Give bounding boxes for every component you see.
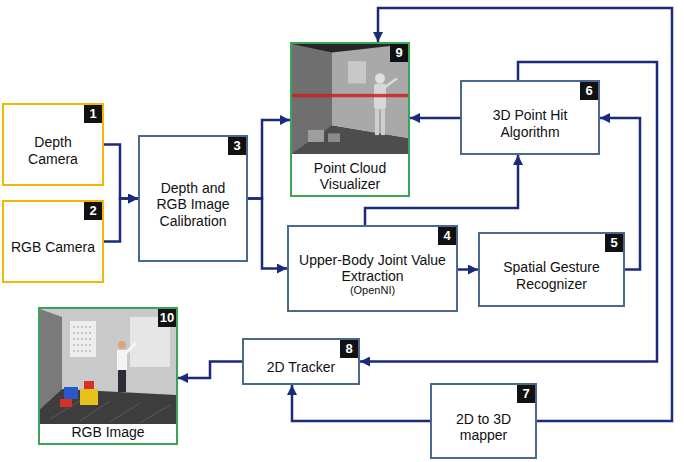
flow-arrow bbox=[104, 199, 138, 242]
flow-arrow bbox=[458, 268, 478, 271]
callout-number: 6 bbox=[580, 82, 598, 100]
robot-shape bbox=[328, 133, 340, 142]
person-leg bbox=[375, 109, 379, 135]
box-label: Point Cloud Visualizer bbox=[296, 160, 404, 192]
person-leg bbox=[381, 109, 385, 135]
back-wall bbox=[40, 309, 176, 424]
callout-number: 3 bbox=[228, 137, 246, 155]
flow-arrow bbox=[410, 117, 460, 120]
box-label: RGB Camera bbox=[11, 239, 95, 255]
rgb-photo-picture bbox=[40, 309, 176, 424]
person-arm bbox=[126, 343, 136, 353]
flow-arrow bbox=[600, 118, 640, 270]
box-label: RGB Image bbox=[71, 424, 144, 440]
person-arm bbox=[385, 78, 397, 87]
robot-part bbox=[64, 387, 78, 399]
flow-arrow bbox=[248, 199, 287, 269]
sensor-box: Depth Camera 1 bbox=[2, 103, 104, 186]
robot-shape bbox=[308, 130, 324, 142]
callout-number: 5 bbox=[605, 234, 623, 252]
callout-number: 8 bbox=[340, 340, 358, 358]
box-label: Depth Camera bbox=[8, 134, 98, 166]
flow-arrow bbox=[104, 145, 138, 199]
grid-board bbox=[70, 321, 96, 357]
callout-number: 1 bbox=[84, 105, 102, 123]
process-box: Upper-Body Joint Value Extraction(OpenNI… bbox=[287, 225, 458, 312]
person-body bbox=[117, 350, 127, 370]
robot-part bbox=[60, 399, 72, 407]
flow-arrow bbox=[365, 155, 518, 225]
box-label: Upper-Body Joint Value Extraction bbox=[293, 252, 452, 284]
box-label: 3D Point Hit Algorithm bbox=[466, 107, 594, 139]
person-head bbox=[118, 341, 126, 349]
process-box: Spatial Gesture Recognizer 5 bbox=[478, 232, 625, 307]
flow-arrow bbox=[178, 362, 242, 379]
picture-ground bbox=[292, 44, 408, 154]
person-legs bbox=[118, 370, 126, 392]
back-wall bbox=[332, 44, 408, 139]
floor bbox=[292, 126, 408, 154]
person-head bbox=[375, 73, 385, 83]
callout-number: 9 bbox=[390, 44, 408, 62]
flow-arrow bbox=[360, 62, 657, 362]
box-label: Spatial Gesture Recognizer bbox=[484, 259, 619, 291]
process-box: 2D Tracker 8 bbox=[242, 338, 360, 385]
box-label: 2D to 3D mapper bbox=[436, 411, 531, 443]
box-label: (OpenNI) bbox=[350, 284, 395, 297]
flow-arrow bbox=[292, 385, 430, 421]
robot-part bbox=[84, 381, 94, 389]
callout-number: 10 bbox=[158, 309, 176, 327]
box-label: Depth and RGB Image Calibration bbox=[144, 180, 242, 228]
flow-arrow bbox=[248, 120, 290, 199]
robot-part bbox=[80, 389, 98, 405]
sensor-box: RGB Camera 2 bbox=[2, 200, 104, 283]
output-panel: Point Cloud Visualizer 9 bbox=[290, 42, 410, 197]
process-box: 3D Point Hit Algorithm 6 bbox=[460, 80, 600, 155]
callout-number: 7 bbox=[517, 385, 535, 403]
process-box: Depth and RGB Image Calibration 3 bbox=[138, 135, 248, 262]
board bbox=[348, 61, 366, 83]
flow-arrow bbox=[378, 8, 672, 421]
box-label: 2D Tracker bbox=[267, 359, 335, 375]
output-panel: RGB Image 10 bbox=[38, 307, 178, 445]
floor bbox=[40, 389, 176, 424]
callout-number: 4 bbox=[438, 227, 456, 245]
process-box: 2D to 3D mapper 7 bbox=[430, 383, 537, 459]
grid-pattern bbox=[73, 327, 93, 351]
callout-number: 2 bbox=[84, 202, 102, 220]
hit-ray bbox=[292, 94, 408, 97]
